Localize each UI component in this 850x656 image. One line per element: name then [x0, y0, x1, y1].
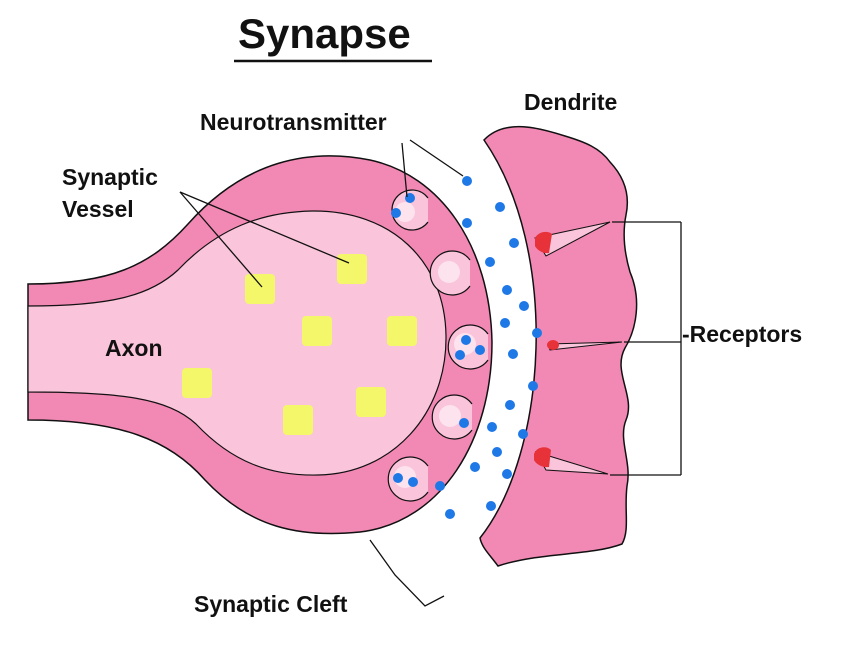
synaptic-vessel-label-line2: Vessel: [62, 196, 134, 222]
neurotransmitter-dot: [532, 328, 542, 338]
neurotransmitter-dot: [475, 345, 485, 355]
receptors-label: -Receptors: [682, 321, 802, 347]
vesicle: [337, 254, 367, 284]
neurotransmitter-dot: [502, 285, 512, 295]
synaptic-cleft-label: Synaptic Cleft: [194, 591, 348, 617]
neurotransmitter-dot: [487, 422, 497, 432]
neurotransmitter-dot: [492, 447, 502, 457]
neurotransmitter-dot: [519, 301, 529, 311]
vesicle: [387, 316, 417, 346]
receptor: [534, 447, 609, 475]
neurotransmitter-dot: [509, 238, 519, 248]
neurotransmitter-dot: [391, 208, 401, 218]
neurotransmitter-label: Neurotransmitter: [200, 109, 387, 135]
vesicle: [283, 405, 313, 435]
neurotransmitter-dot: [502, 469, 512, 479]
receptors: [534, 221, 623, 475]
vesicle: [245, 274, 275, 304]
neurotransmitter-dot: [393, 473, 403, 483]
axon-label: Axon: [105, 335, 163, 361]
diagram-title: Synapse: [238, 10, 411, 57]
release-site: [429, 250, 471, 296]
synaptic-vessel-label-line1: Synaptic: [62, 164, 158, 190]
receptor: [534, 221, 611, 257]
neurotransmitter-dot: [462, 218, 472, 228]
vesicle: [182, 368, 212, 398]
neurotransmitters: [391, 176, 542, 519]
neurotransmitter-dot: [408, 477, 418, 487]
neurotransmitter-dot: [459, 418, 469, 428]
leader-lines: [179, 139, 682, 607]
neurotransmitter-dot: [462, 176, 472, 186]
dendrite-label: Dendrite: [524, 89, 617, 115]
neurotransmitter-leader: [409, 139, 464, 177]
axon-interior: [27, 210, 447, 476]
release-site: [431, 394, 473, 440]
neurotransmitter-dot: [470, 462, 480, 472]
neurotransmitter-dot: [486, 501, 496, 511]
vesicle: [356, 387, 386, 417]
neurotransmitter-dot: [461, 335, 471, 345]
release-site: [391, 189, 429, 231]
neurotransmitter-dot: [485, 257, 495, 267]
neurotransmitter-leader: [401, 142, 408, 198]
neurotransmitter-dot: [508, 349, 518, 359]
cleft-bracket: [369, 539, 445, 607]
neurotransmitter-dot: [495, 202, 505, 212]
neurotransmitter-dot: [505, 400, 515, 410]
neurotransmitter-dot: [528, 381, 538, 391]
neurotransmitter-dot: [455, 350, 465, 360]
neurotransmitter-dot: [445, 509, 455, 519]
receptor: [547, 340, 623, 351]
vessel-leader: [179, 191, 263, 288]
synaptic-vesicles: [182, 254, 417, 435]
vesicle: [302, 316, 332, 346]
neurotransmitter-dot: [500, 318, 510, 328]
neurotransmitter-dot: [518, 429, 528, 439]
neurotransmitter-dot: [435, 481, 445, 491]
vessel-leader: [179, 191, 350, 264]
